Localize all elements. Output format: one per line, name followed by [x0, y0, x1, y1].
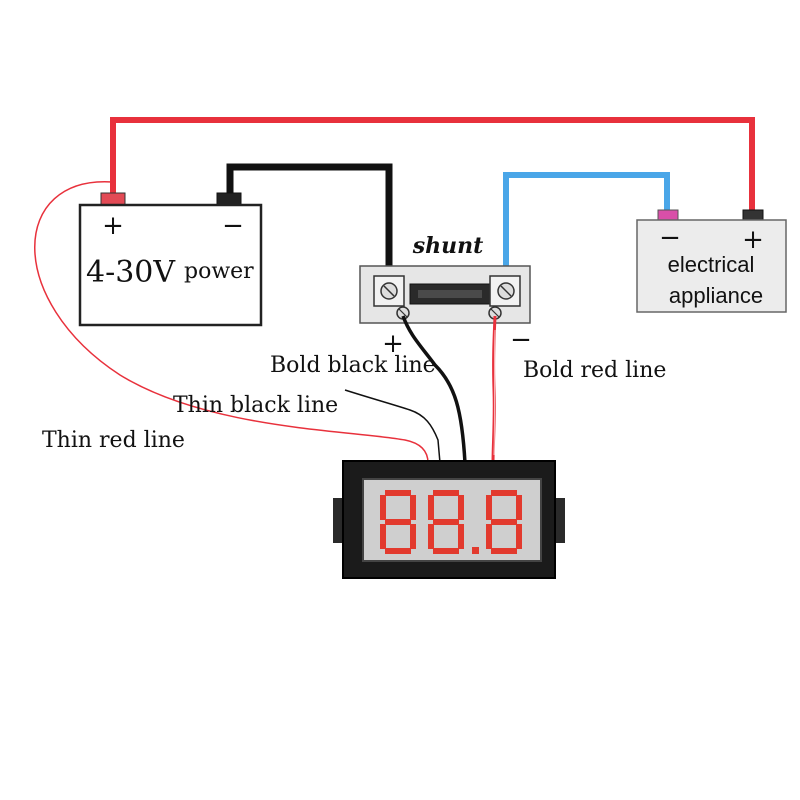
thin-red-wire [34, 181, 429, 464]
bold-red-line-label: Bold red line [523, 358, 666, 383]
battery-body [78, 203, 263, 327]
thin-black-wire [344, 389, 441, 464]
thin-black-line-label: Thin black line [173, 393, 338, 418]
meter-digit-1 [380, 490, 416, 554]
battery-plus-label: + [102, 211, 124, 241]
red-main-wire [110, 117, 755, 212]
shunt-plus-label: + [382, 329, 404, 359]
shunt: shunt + − [359, 233, 532, 359]
appliance-plus-label: + [742, 225, 764, 255]
shunt-minus-label: − [510, 325, 532, 355]
appliance-line2-label: appliance [669, 283, 763, 308]
battery-voltage-label: 4-30V [86, 255, 176, 290]
appliance-line1-label: electrical [668, 252, 755, 277]
blue-main-wire [503, 172, 670, 272]
battery: + − 4-30V power [78, 192, 263, 327]
battery-power-label: power [184, 259, 254, 284]
meter-digits [380, 490, 522, 554]
thin-red-line-label: Thin red line [42, 428, 185, 453]
meter-decimal-point [472, 547, 479, 554]
bold-black-line-label: Bold black line [270, 353, 436, 378]
meter-digit-2 [428, 490, 464, 554]
electrical-appliance: − + electrical appliance [636, 209, 787, 313]
appliance-body [636, 219, 787, 313]
meter-digit-3 [486, 490, 522, 554]
shunt-title: shunt [412, 233, 484, 259]
panel-meter [333, 460, 565, 579]
bold-black-wire [401, 315, 467, 464]
bold-red-wire [491, 315, 497, 464]
black-main-wire [226, 163, 393, 272]
appliance-minus-label: − [659, 223, 681, 253]
battery-minus-label: − [222, 211, 244, 241]
